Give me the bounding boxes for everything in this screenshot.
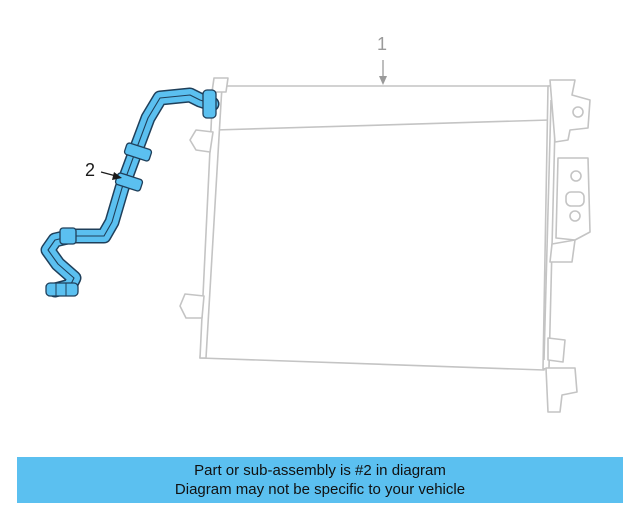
left-lower-bracket — [179, 293, 205, 319]
hose-crimp-1 — [123, 142, 153, 162]
condenser-assembly — [179, 77, 591, 413]
condenser-top-rail — [214, 119, 551, 131]
bottom-right-bracket — [545, 367, 578, 413]
hose-fitting-upper — [202, 89, 217, 119]
callout-1-leader — [379, 60, 387, 85]
callout-number-1: 1 — [377, 34, 388, 54]
banner-line-disclaimer: Diagram may not be specific to your vehi… — [174, 481, 466, 498]
hose-fitting-lower — [45, 282, 79, 297]
hose-body — [40, 87, 220, 298]
cooler-hose — [40, 87, 220, 298]
left-upper-bracket — [189, 129, 214, 153]
info-banner: Part or sub-assembly is #2 in diagram Di… — [17, 457, 623, 503]
callout-2-leader — [100, 171, 122, 180]
callout-number-2: 2 — [85, 160, 96, 180]
banner-line-part-number: Part or sub-assembly is #2 in diagram — [194, 462, 446, 479]
parts-diagram — [40, 60, 591, 413]
hose-crimp-3 — [59, 227, 77, 245]
top-right-bracket — [549, 79, 591, 143]
